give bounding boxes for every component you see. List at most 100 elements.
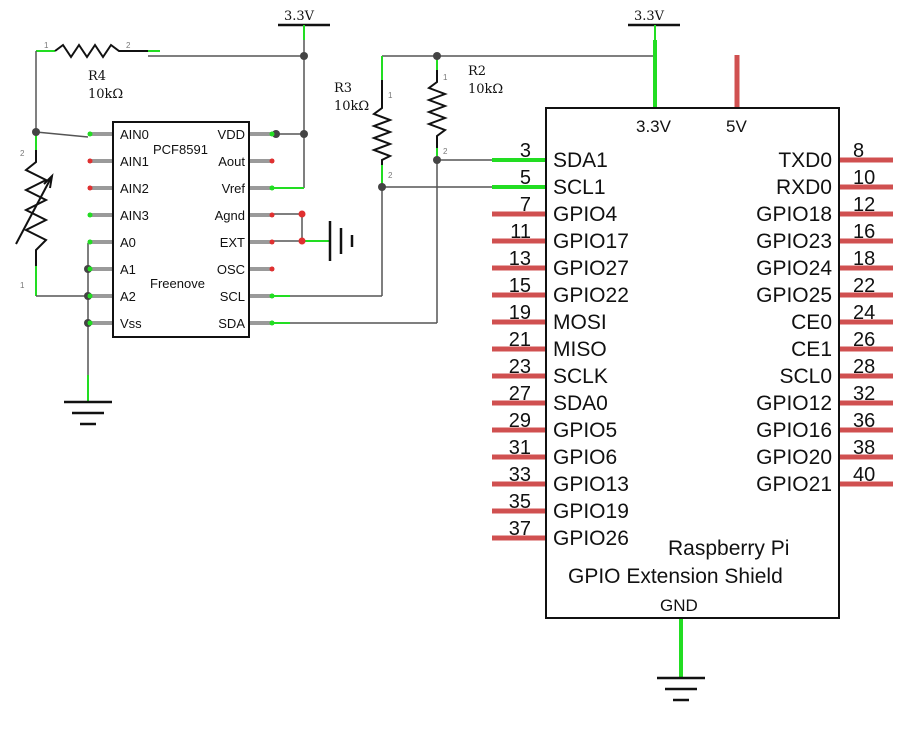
rpi-right-pin-number: 40	[853, 464, 875, 486]
rpi-right-pin-name: SCL0	[779, 365, 832, 388]
rpi-right-pin-name: GPIO20	[756, 446, 832, 469]
rpi-left-pin-name: GPIO19	[553, 500, 629, 523]
pcf-left-pin-end	[87, 185, 93, 191]
rpi-right-pin-number: 12	[853, 194, 875, 216]
pcf-left-pin-label: A2	[120, 289, 136, 304]
pcf-left-pin-end	[87, 212, 93, 218]
rpi-left-pin-name: MISO	[553, 338, 607, 361]
ground-symbol-rpi	[657, 676, 705, 702]
rpi-left-pin-number: 15	[509, 275, 531, 297]
pcf-right-pin-end	[269, 239, 275, 245]
ground-symbol-ext	[328, 221, 354, 261]
rpi-right-pin-name: GPIO24	[756, 257, 832, 280]
rpi-left-pin-number: 3	[520, 140, 531, 162]
raspberry-pi-shield: 3.3V 5V GND Raspberry Pi GPIO Extension …	[492, 55, 893, 619]
r4-pin1: 1	[44, 41, 49, 50]
rpi-left-pin-number: 13	[509, 248, 531, 270]
rpi-left-pin-name: GPIO13	[553, 473, 629, 496]
rpi-gnd-label: GND	[660, 596, 698, 615]
rpi-pin-5v: 5V	[726, 117, 747, 136]
vcc-left-label: 3.3V	[284, 9, 315, 24]
pcf-left-pin-end	[87, 158, 93, 164]
ground-symbol-left	[64, 400, 112, 426]
rpi-left-pin-name: SDA1	[553, 149, 608, 172]
pcf-left-pin-label: AIN0	[120, 127, 149, 142]
pcf-left-pin-end	[87, 320, 93, 326]
rpi-right-pin-number: 32	[853, 383, 875, 405]
rpi-left-pin-number: 29	[509, 410, 531, 432]
rpi-left-pin-number: 27	[509, 383, 531, 405]
r3-ref: R3	[334, 81, 352, 96]
rpi-right-pin-number: 26	[853, 329, 875, 351]
rpi-right-pin-number: 28	[853, 356, 875, 378]
rpi-left-pin-name: SDA0	[553, 392, 608, 415]
rpi-left-pin-name: SCL1	[553, 176, 606, 199]
rpi-left-pin-name: GPIO4	[553, 203, 618, 226]
rpi-right-pin-number: 38	[853, 437, 875, 459]
rpi-right-pin-name: RXD0	[776, 176, 832, 199]
pcf-left-pin-end	[87, 239, 93, 245]
pcf-right-pin-end	[269, 158, 275, 164]
r3-pin2: 2	[388, 171, 393, 180]
vcc-right-symbol: 3.3V	[628, 9, 680, 40]
pcf-maker: Freenove	[150, 276, 205, 291]
vcc-left-symbol: 3.3V	[278, 9, 330, 40]
rpi-right-pin-number: 8	[853, 140, 864, 162]
pcf-left-pin-end	[87, 266, 93, 272]
pcf-right-pin-label: OSC	[217, 262, 245, 277]
pcf-left-pin-label: A0	[120, 235, 136, 250]
pcf-left-pin-label: AIN2	[120, 181, 149, 196]
vcc-right-label: 3.3V	[634, 9, 665, 24]
rpi-left-pin-number: 21	[509, 329, 531, 351]
pcf-left-pin-label: Vss	[120, 316, 142, 331]
rpi-right-pin-number: 10	[853, 167, 875, 189]
r2-ref: R2	[468, 64, 486, 79]
rpi-left-pin-number: 23	[509, 356, 531, 378]
rpi-left-pin-number: 31	[509, 437, 531, 459]
pcf-right-pin-label: Aout	[218, 154, 245, 169]
pot-pin-top: 2	[20, 149, 25, 158]
rpi-left-pin-name: GPIO17	[553, 230, 629, 253]
pcf-right-pin-end	[269, 185, 275, 191]
rpi-left-pin-name: GPIO6	[553, 446, 617, 469]
rpi-right-pin-number: 16	[853, 221, 875, 243]
rpi-right-pin-name: GPIO16	[756, 419, 832, 442]
r2-pin1: 1	[443, 73, 448, 82]
rpi-left-pin-number: 33	[509, 464, 531, 486]
rpi-left-pin-name: GPIO5	[553, 419, 617, 442]
pcf-left-pin-label: AIN3	[120, 208, 149, 223]
rpi-left-pin-number: 35	[509, 491, 531, 513]
rpi-left-pin-number: 37	[509, 518, 531, 540]
rpi-right-pin-number: 22	[853, 275, 875, 297]
rpi-title-line1: Raspberry Pi	[668, 537, 789, 560]
pcf-right-pin-end	[269, 293, 275, 299]
potentiometer: 2 1	[15, 149, 54, 290]
rpi-right-pin-name: GPIO21	[756, 473, 832, 496]
rpi-left-pin-number: 19	[509, 302, 531, 324]
resistor-r3: 1 2 R3 10kΩ	[334, 80, 393, 180]
pcf-left-pin-end	[87, 131, 93, 137]
rpi-right-pin-name: CE0	[791, 311, 832, 334]
rpi-left-pin-number: 11	[510, 221, 531, 243]
resistor-r4: 1 2 R4 10kΩ	[44, 41, 148, 102]
rpi-pin-3v3: 3.3V	[636, 117, 672, 136]
pcf-right-pin-label: VDD	[218, 127, 245, 142]
rpi-left-pin-number: 7	[520, 194, 531, 216]
pcf-right-pin-end	[269, 212, 275, 218]
pcf-right-pin-label: SCL	[220, 289, 245, 304]
rpi-right-pin-name: CE1	[791, 338, 832, 361]
pcf-right-pin-label: Vref	[222, 181, 246, 196]
pot-pin-bottom: 1	[20, 281, 25, 290]
rpi-right-pin-name: GPIO12	[756, 392, 832, 415]
pcf-right-pin-end	[269, 266, 275, 272]
pcf8591-chip: PCF8591 Freenove AIN0AIN1AIN2AIN3A0A1A2V…	[87, 121, 275, 338]
rpi-left-pin-name: SCLK	[553, 365, 608, 388]
r2-value: 10kΩ	[468, 82, 503, 97]
rpi-right-pin-name: GPIO23	[756, 230, 832, 253]
r4-pin2: 2	[126, 41, 131, 50]
pcf-right-pin-end	[269, 320, 275, 326]
pcf-right-pin-label: SDA	[218, 316, 245, 331]
r3-pin1: 1	[388, 91, 393, 100]
wires	[35, 40, 683, 678]
